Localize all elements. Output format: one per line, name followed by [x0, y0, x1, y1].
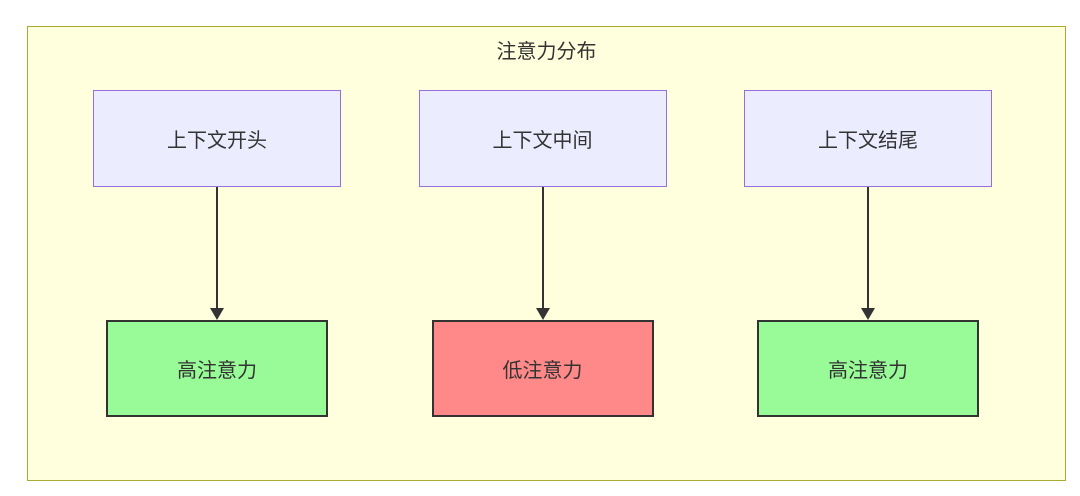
diagram-column-middle: 上下文中间 低注意力 [418, 90, 668, 417]
node-attention-high-1-label: 高注意力 [177, 358, 257, 382]
node-context-end: 上下文结尾 [744, 90, 992, 187]
node-context-start-label: 上下文开头 [167, 128, 267, 152]
arrow-line [541, 187, 544, 309]
node-context-start: 上下文开头 [93, 90, 341, 187]
diagram-column-end: 上下文结尾 高注意力 [743, 90, 993, 417]
arrow-line [867, 187, 869, 309]
down-arrow [861, 187, 875, 320]
node-attention-low-label: 低注意力 [502, 358, 583, 382]
arrow-line [216, 187, 218, 309]
down-arrow [210, 187, 224, 320]
node-attention-high-2: 高注意力 [757, 320, 979, 417]
down-arrow [535, 187, 550, 320]
node-context-end-label: 上下文结尾 [818, 128, 918, 152]
node-attention-low: 低注意力 [431, 320, 654, 417]
arrow-head-icon [535, 308, 550, 320]
node-context-middle-label: 上下文中间 [492, 128, 593, 152]
diagram-column-start: 上下文开头 高注意力 [92, 90, 342, 417]
node-context-middle: 上下文中间 [418, 90, 667, 187]
arrow-head-icon [861, 308, 875, 320]
diagram-columns: 上下文开头 高注意力 上下文中间 低注意力 上下文结 [28, 90, 1065, 417]
attention-distribution-diagram: 注意力分布 上下文开头 高注意力 上下文中间 低注意力 [27, 26, 1066, 481]
arrow-head-icon [210, 308, 224, 320]
node-attention-high-1: 高注意力 [106, 320, 328, 417]
node-attention-high-2-label: 高注意力 [828, 358, 908, 382]
diagram-title: 注意力分布 [496, 39, 597, 63]
